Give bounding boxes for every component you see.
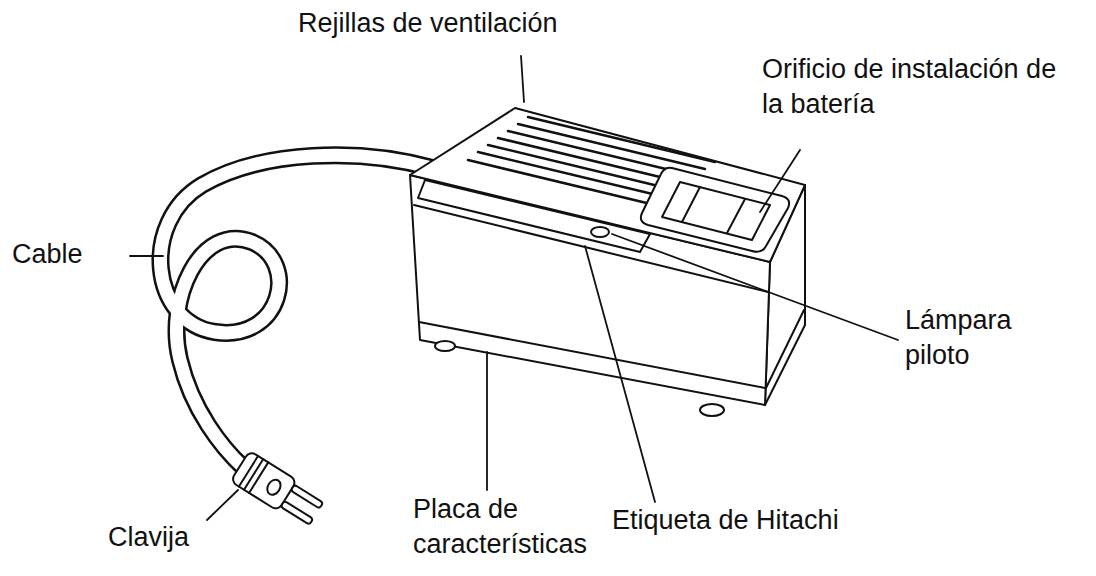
cable-core xyxy=(160,155,432,468)
plug xyxy=(230,451,325,529)
part-label: Cable xyxy=(12,237,132,272)
part-label: Lámpara piloto xyxy=(905,303,1045,373)
base-line xyxy=(419,322,765,388)
foot xyxy=(700,404,724,416)
foot xyxy=(435,341,455,351)
battery-hole xyxy=(641,168,789,252)
base-line-side xyxy=(766,310,804,388)
part-label: Rejillas de ventilación xyxy=(298,6,718,41)
cable xyxy=(160,155,432,468)
part-label: Etiqueta de Hitachi xyxy=(612,503,912,538)
part-label: Clavija xyxy=(108,520,268,555)
body-top xyxy=(410,108,805,262)
part-label: Orificio de instalación de la batería xyxy=(762,52,1082,122)
leader-lines xyxy=(130,56,898,520)
pilot-lamp xyxy=(591,227,609,237)
label-strip xyxy=(418,180,650,252)
part-label: Placa de características xyxy=(413,492,613,562)
